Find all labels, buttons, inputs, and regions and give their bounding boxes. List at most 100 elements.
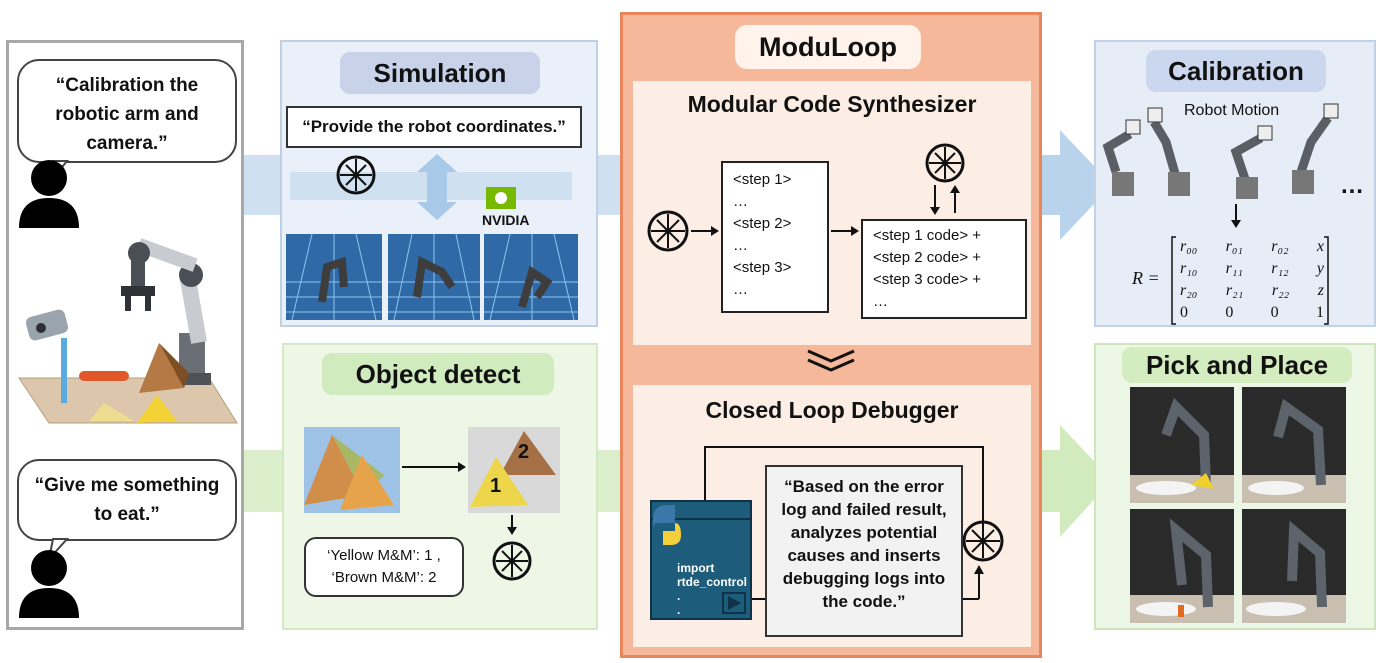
code-line: … xyxy=(873,293,888,310)
pick-place-photo xyxy=(1130,387,1234,503)
matrix-cell: y xyxy=(1316,260,1324,277)
step-code-box: <step 1 code> + <step 2 code> + <step 3 … xyxy=(861,219,1027,319)
object-detect-panel: Object detect 2 1 ‘Yellow M&M’: 1 , ‘Bro… xyxy=(282,343,598,630)
robot-motion-label: Robot Motion xyxy=(1184,102,1280,119)
instruction-text-calibration: “Calibration the robotic arm and camera.… xyxy=(55,75,199,154)
python-logo-icon xyxy=(653,505,681,545)
code-window-text: import rtde_control . . xyxy=(677,561,747,617)
robot-arm-pose xyxy=(1292,103,1339,194)
code-line: <step 1 code> + xyxy=(873,227,982,244)
moduloop-panel: ModuLoop Modular Code Synthesizer <step … xyxy=(620,12,1042,658)
chevron-down-icon xyxy=(807,349,855,372)
code-window-line: . xyxy=(677,603,681,617)
matrix-cell: r₂₀ xyxy=(1180,282,1198,299)
detection-result-line2: ‘Brown M&M’: 2 xyxy=(331,569,437,586)
simulation-title-text: Simulation xyxy=(373,58,507,88)
steps-box: <step 1> … <step 2> … <step 3> … xyxy=(721,161,829,313)
calibration-art xyxy=(1102,103,1339,325)
instruction-panel: “Calibration the robotic arm and camera.… xyxy=(6,40,244,630)
matrix-cell: 1 xyxy=(1315,304,1324,321)
step-line: … xyxy=(733,193,748,210)
pick-place-photo xyxy=(1130,509,1234,623)
moduloop-title-text: ModuLoop xyxy=(759,32,897,62)
matrix-cell: r₁₁ xyxy=(1225,260,1243,277)
matrix-cell: r₀₁ xyxy=(1225,238,1243,255)
code-window-line: import xyxy=(677,561,715,575)
ellipsis-text: … xyxy=(1340,172,1364,199)
calibration-panel: Calibration Robot Motion … R = r₀₀ xyxy=(1094,40,1376,327)
instruction-bubble-food: “Give me something to eat.” xyxy=(17,459,237,541)
matrix-cell: r₂₂ xyxy=(1271,282,1290,299)
code-window-line: rtde_control xyxy=(677,575,748,589)
detection-result-box: ‘Yellow M&M’: 1 , ‘Brown M&M’: 2 xyxy=(304,537,464,597)
matrix-cell: r₁₂ xyxy=(1271,260,1289,277)
pick-place-photos xyxy=(1130,387,1346,623)
debugger-art xyxy=(650,446,1004,620)
matrix-cell: x xyxy=(1316,238,1324,255)
pick-place-photo xyxy=(1242,387,1346,503)
detection-result-line1: ‘Yellow M&M’: 1 , xyxy=(327,547,441,564)
instruction-text-food: “Give me something to eat.” xyxy=(34,475,220,525)
chatgpt-icon xyxy=(962,520,1004,562)
matrix-cell: 0 xyxy=(1225,304,1234,321)
step-line: <step 3> xyxy=(733,259,792,276)
nvidia-logo-icon xyxy=(486,187,516,209)
matrix-cell: r₁₀ xyxy=(1180,260,1198,277)
label-mark-2: 2 xyxy=(518,441,530,463)
step-line: <step 2> xyxy=(733,215,792,232)
code-window-line: . xyxy=(677,589,681,603)
chatgpt-icon xyxy=(336,155,376,195)
chatgpt-icon xyxy=(925,143,965,183)
synthesizer-art xyxy=(647,143,965,252)
matrix-cell: r₀₂ xyxy=(1271,238,1289,255)
matrix-cell: 0 xyxy=(1270,304,1279,321)
robot-arm-pose xyxy=(1147,107,1190,196)
chatgpt-icon xyxy=(492,541,532,581)
left-panel-art xyxy=(18,160,238,618)
step-line: … xyxy=(733,281,748,298)
matrix-cell: r₂₁ xyxy=(1225,282,1244,299)
debug-quote-text: “Based on the error log and failed resul… xyxy=(781,477,947,611)
debugger-box: Closed Loop Debugger import rtde_contro xyxy=(633,385,1031,647)
matrix-cell: z xyxy=(1317,282,1324,299)
code-line: <step 3 code> + xyxy=(873,271,982,288)
code-line: <step 2 code> + xyxy=(873,249,982,266)
nvidia-text: NVIDIA xyxy=(482,212,530,228)
moduloop-title: ModuLoop xyxy=(735,25,921,69)
user-icon xyxy=(19,550,79,618)
pick-place-panel: Pick and Place xyxy=(1094,343,1376,630)
simulation-panel: Simulation “Provide the robot coordinate… xyxy=(280,40,598,327)
object-detect-title: Object detect xyxy=(322,353,554,395)
calibration-title-text: Calibration xyxy=(1168,56,1304,86)
instruction-bubble-calibration: “Calibration the robotic arm and camera.… xyxy=(17,59,237,163)
blue-flow-arrowhead xyxy=(1035,130,1112,240)
debugger-title: Closed Loop Debugger xyxy=(705,397,959,423)
step-line: … xyxy=(733,237,748,254)
label-mark-1: 1 xyxy=(490,475,502,497)
rotation-matrix: r₀₀ r₀₁ r₀₂ x r₁₀ r₁₁ r₁₂ y r₂₀ r₂₁ r₂₂ z 0 0 0 1 xyxy=(1180,236,1324,324)
step-line: <step 1> xyxy=(733,171,792,188)
user-icon xyxy=(19,160,79,228)
simulation-title: Simulation xyxy=(340,52,540,94)
object-detect-art xyxy=(304,427,560,581)
synthesizer-title: Modular Code Synthesizer xyxy=(687,91,977,117)
robot-arm-pose xyxy=(1230,125,1273,199)
chatgpt-icon xyxy=(647,210,689,252)
pick-place-title-text: Pick and Place xyxy=(1145,350,1329,380)
matrix-cell: 0 xyxy=(1180,304,1188,321)
green-flow-arrowhead xyxy=(1035,425,1112,537)
debug-quote-box: “Based on the error log and failed resul… xyxy=(765,465,963,637)
object-detect-title-text: Object detect xyxy=(355,359,521,389)
matrix-label: R = xyxy=(1132,268,1160,288)
robot-scene-illustration xyxy=(18,238,238,424)
double-arrow-vertical xyxy=(417,154,457,220)
pick-place-title: Pick and Place xyxy=(1122,347,1352,383)
robot-arm-pose xyxy=(1102,119,1141,196)
synthesizer-box: Modular Code Synthesizer <step 1> … <ste… xyxy=(633,81,1031,345)
calibration-title: Calibration xyxy=(1146,50,1326,92)
simulation-art xyxy=(286,154,578,321)
pick-place-photo xyxy=(1242,509,1346,623)
simulation-prompt-text: “Provide the robot coordinates.” xyxy=(302,117,566,136)
matrix-cell: r₀₀ xyxy=(1180,238,1198,255)
simulation-prompt-box: “Provide the robot coordinates.” xyxy=(286,106,582,148)
